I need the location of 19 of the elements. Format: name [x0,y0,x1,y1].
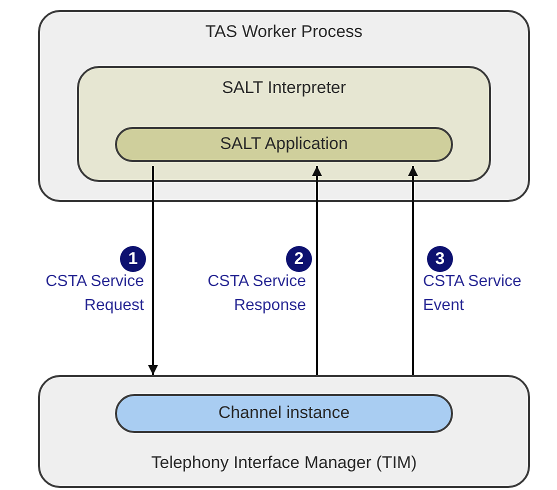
manager-box [38,375,530,488]
callout-number: 3 [427,246,453,272]
node-label: SALT Application [220,134,348,154]
arrow [148,166,158,375]
node-label: Channel instance [218,403,350,423]
edge-label: CSTA Service Response [206,272,306,316]
callout-number: 1 [120,246,146,272]
arrow [408,166,418,375]
node-label: Telephony Interface Manager (TIM) [151,453,417,473]
edge-label: CSTA Service Request [44,272,144,316]
channel-pill [115,394,453,433]
callout-number: 2 [286,246,312,272]
process-box [38,10,530,202]
node-label: SALT Interpreter [222,78,346,98]
interpreter-box [77,66,491,182]
node-label: TAS Worker Process [205,22,363,42]
edge-label: CSTA Service Event [423,272,522,316]
application-pill [115,127,453,162]
arrow [312,166,322,375]
